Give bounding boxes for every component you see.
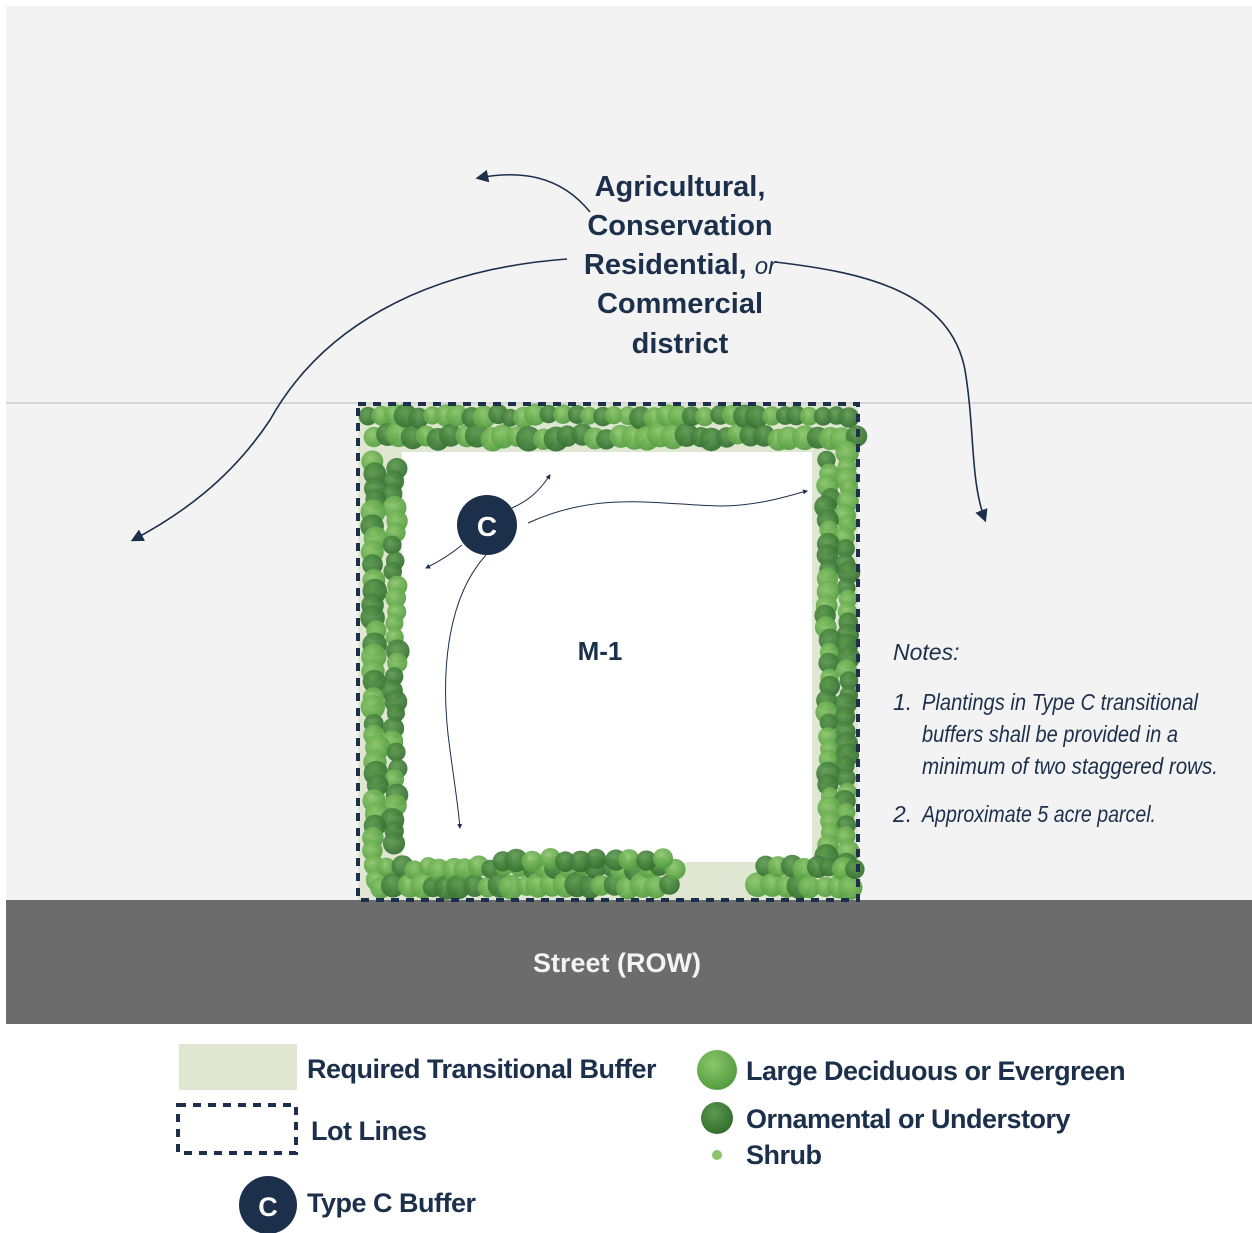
ornamental-tree — [446, 874, 471, 900]
legend-type-c-marker — [239, 1176, 297, 1233]
c-arrow-down — [445, 554, 487, 829]
large-tree — [579, 406, 598, 425]
district-line-4: Commercial — [597, 288, 763, 320]
legend-ornamental-icon — [701, 1102, 733, 1134]
legend-large-tree-label: Large Deciduous or Evergreen — [746, 1056, 1125, 1086]
surrounding-district-area — [6, 6, 1252, 402]
large-tree — [376, 857, 396, 877]
ornamental-tree — [585, 848, 607, 869]
type-c-buffer-marker — [457, 495, 517, 555]
large-tree — [385, 614, 404, 633]
large-tree — [524, 403, 547, 426]
legend-shrub-icon — [712, 1150, 722, 1160]
ornamental-tree — [816, 544, 839, 566]
note-1-line-2: buffers shall be provided in a — [922, 721, 1178, 747]
ornamental-tree — [837, 560, 861, 584]
district-line-5: district — [632, 328, 729, 360]
legend-lot-lines-swatch — [176, 1103, 298, 1155]
ornamental-tree — [813, 406, 833, 426]
district-label: Agricultural, Conservation Residential, … — [584, 171, 777, 360]
notes: Notes: 1. Plantings in Type C transition… — [892, 639, 1218, 827]
buffer-plantings — [358, 403, 868, 900]
large-tree — [385, 587, 407, 609]
zone-label: M-1 — [578, 636, 623, 666]
ornamental-tree — [845, 859, 865, 879]
legend-buffer-label: Required Transitional Buffer — [307, 1054, 657, 1084]
ornamental-tree — [504, 848, 528, 873]
arrow-right — [774, 261, 988, 523]
street-band — [6, 900, 1252, 1024]
ornamental-tree — [839, 671, 859, 691]
ornamental-tree — [386, 703, 405, 723]
legend-shrub-label: Shrub — [746, 1140, 822, 1170]
ornamental-tree — [636, 850, 657, 871]
c-arrow-right — [527, 489, 808, 524]
lot-lines — [356, 402, 860, 902]
note-1-number: 1. — [893, 689, 912, 715]
type-c-marker-letter: C — [477, 511, 497, 542]
notes-heading: Notes: — [893, 639, 959, 665]
arrow-upper-left — [475, 169, 591, 213]
ornamental-tree — [380, 873, 406, 898]
ornamental-tree — [539, 404, 558, 424]
large-tree — [798, 876, 821, 899]
ornamental-tree — [569, 850, 592, 873]
legend-ornamental-label: Ornamental or Understory — [746, 1104, 1071, 1134]
large-tree — [618, 849, 640, 871]
ornamental-tree — [744, 405, 769, 429]
large-tree — [762, 406, 782, 426]
ornamental-tree — [836, 539, 855, 558]
street-label: Street (ROW) — [533, 948, 701, 978]
ornamental-tree — [382, 535, 402, 555]
note-1-line-1: Plantings in Type C transitional — [922, 689, 1199, 715]
arrow-left — [130, 258, 568, 542]
legend-type-c-label: Type C Buffer — [307, 1188, 477, 1218]
district-line-3: Residential, or — [584, 249, 777, 281]
large-tree — [604, 406, 623, 425]
ornamental-tree — [382, 832, 406, 855]
ornamental-tree — [439, 423, 462, 447]
ornamental-tree — [838, 407, 860, 428]
c-arrow-up — [511, 474, 551, 509]
legend: Required Transitional Buffer Lot Lines C… — [176, 1044, 1126, 1233]
note-2-line-1: Approximate 5 acre parcel. — [920, 801, 1156, 827]
legend-type-c-letter: C — [258, 1192, 278, 1222]
ornamental-tree — [386, 742, 406, 762]
legend-lot-lines-label: Lot Lines — [311, 1116, 427, 1146]
c-arrow-left — [425, 544, 463, 569]
district-line-2: Conservation — [587, 210, 772, 242]
large-tree — [521, 850, 543, 872]
legend-buffer-swatch — [179, 1044, 297, 1090]
ornamental-tree — [836, 768, 856, 788]
ornamental-tree — [835, 706, 856, 728]
large-tree — [553, 404, 573, 425]
ornamental-tree — [818, 652, 839, 674]
note-1-line-3: minimum of two staggered rows. — [922, 753, 1218, 779]
large-tree — [799, 406, 819, 426]
large-tree — [498, 874, 524, 900]
ornamental-tree — [819, 713, 838, 732]
ornamental-tree — [554, 851, 576, 873]
large-tree — [695, 406, 715, 427]
large-tree — [360, 694, 385, 720]
note-2-number: 2. — [892, 801, 912, 827]
ornamental-tree — [362, 669, 386, 694]
legend-large-tree-icon — [697, 1050, 737, 1090]
large-tree — [652, 848, 674, 869]
district-line-1: Agricultural, — [595, 171, 766, 203]
large-tree — [835, 440, 859, 465]
